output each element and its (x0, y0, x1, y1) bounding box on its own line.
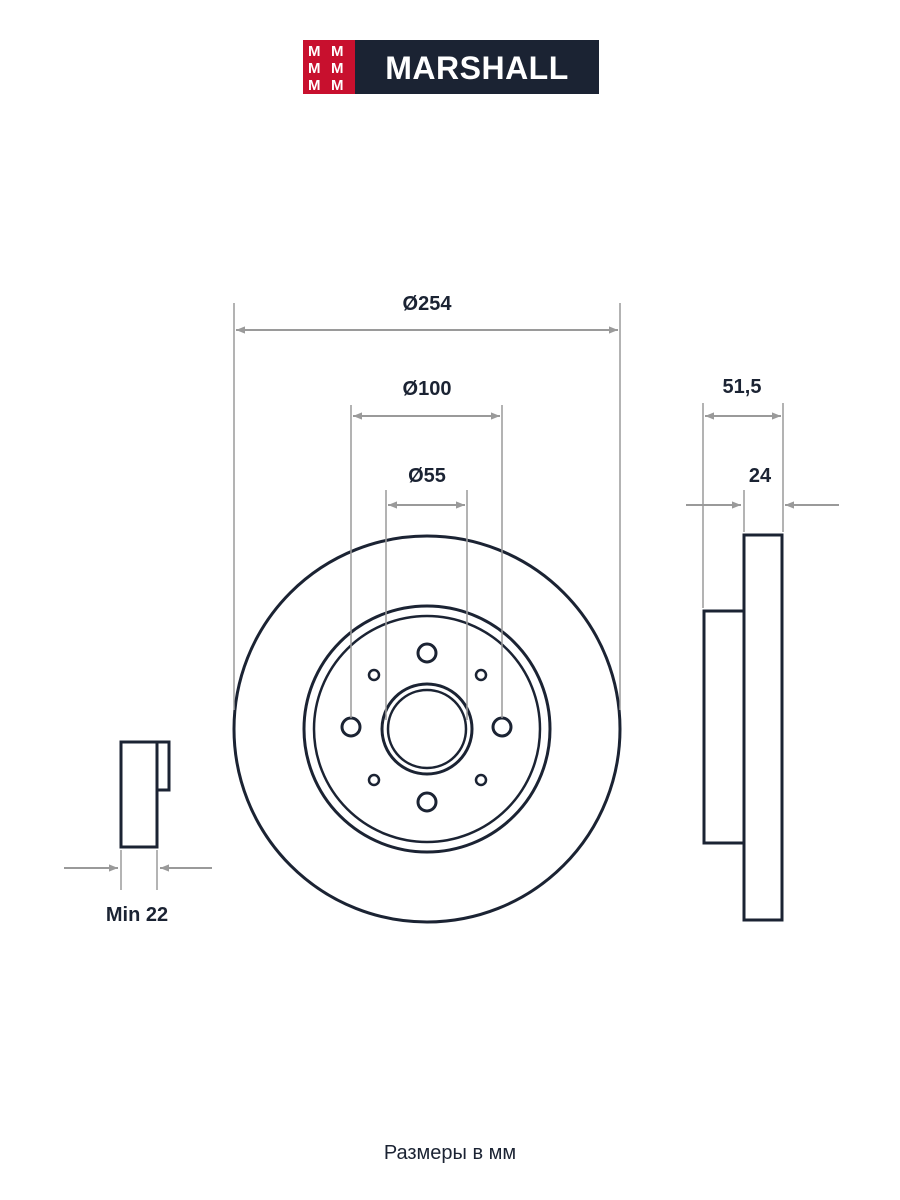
bolt-hole-right (491, 716, 513, 738)
brand-name: MARSHALL (385, 50, 569, 86)
min-thickness-label: Min 22 (106, 904, 168, 926)
locating-hole-bottom-left (367, 773, 381, 787)
svg-text:M: M (308, 60, 321, 77)
hat-outer-edge (302, 604, 552, 854)
min-thickness-wear-indicator (155, 740, 171, 792)
bolt-hole-bottom (416, 791, 438, 813)
svg-text:M: M (331, 77, 344, 94)
units-note: Размеры в мм (384, 1142, 516, 1164)
locating-hole-bottom-right (474, 773, 488, 787)
center-bore-inner (386, 688, 468, 770)
bolt-circle-label: Ø100 (403, 378, 452, 400)
center-bore-dimension (385, 490, 468, 720)
min-thickness-section (119, 740, 171, 849)
thickness-dimension (686, 490, 839, 532)
locating-hole-top-left (367, 668, 381, 682)
disc-rotor-profile (742, 533, 784, 922)
bolt-circle-dimension (350, 405, 503, 718)
svg-text:M: M (308, 43, 321, 60)
center-bore-outer (380, 682, 474, 776)
outer-diameter-dimension (233, 303, 621, 710)
disc-hat-profile (702, 609, 746, 845)
hat-inner-edge (312, 614, 542, 844)
min-thickness-dimension (64, 850, 212, 890)
svg-text:M: M (331, 60, 344, 77)
disc-outer-edge (232, 534, 622, 924)
disc-front-view (232, 534, 622, 924)
logo-mark-bg (303, 40, 355, 94)
logo-wordmark-bg (355, 40, 599, 94)
bolt-hole-top (416, 642, 438, 664)
svg-text:M: M (331, 43, 344, 60)
bolt-hole-left (340, 716, 362, 738)
min-thickness-body (119, 740, 159, 849)
locating-hole-top-right (474, 668, 488, 682)
thickness-label: 24 (749, 465, 772, 487)
center-bore-label: Ø55 (408, 465, 446, 487)
svg-text:M: M (308, 77, 321, 94)
outer-diameter-label: Ø254 (403, 293, 453, 315)
disc-side-view (702, 533, 784, 922)
total-height-label: 51,5 (723, 376, 762, 398)
